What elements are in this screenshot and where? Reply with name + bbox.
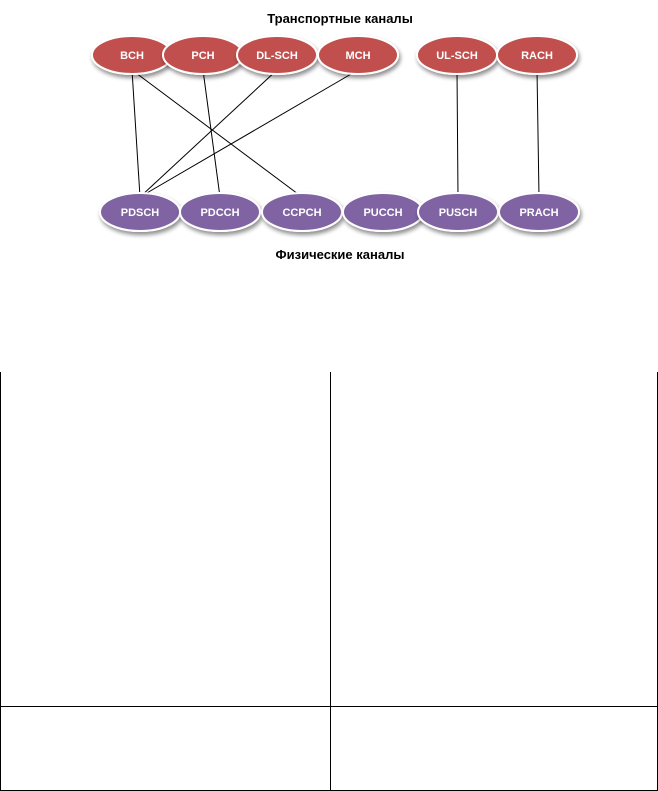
link-dl-sch-to-pdsch xyxy=(139,69,278,198)
transport-channel-pch-label: PCH xyxy=(191,50,214,62)
transport-channel-ul-sch-node: UL-SCH xyxy=(416,35,498,75)
link-ul-sch-to-pusch xyxy=(456,69,459,198)
empty-table xyxy=(0,372,658,791)
physical-channel-pucch-node: PUCCH xyxy=(342,192,424,232)
link-mch-to-pdsch xyxy=(139,69,359,198)
transport-channel-dl-sch-node: DL-SCH xyxy=(236,35,318,75)
transport-channel-ul-sch-label: UL-SCH xyxy=(436,50,478,62)
transport-channel-row: BCH PCH DL-SCH MCH UL-SCH RACH xyxy=(91,35,578,75)
link-rach-to-prach xyxy=(536,69,540,198)
transport-channel-mch-label: MCH xyxy=(345,50,370,62)
transport-channel-bch-node: BCH xyxy=(91,35,173,75)
physical-channels-heading: Физические каналы xyxy=(276,247,405,262)
physical-channel-pdsch-label: PDSCH xyxy=(121,207,160,219)
physical-channel-ccpch-label: CCPCH xyxy=(282,207,321,219)
transport-channel-mch-node: MCH xyxy=(317,35,399,75)
transport-channel-bch-label: BCH xyxy=(120,50,144,62)
physical-channel-pucch-label: PUCCH xyxy=(363,207,402,219)
physical-channel-pdcch-node: PDCCH xyxy=(179,192,261,232)
physical-channel-ccpch-node: CCPCH xyxy=(261,192,343,232)
link-bch-to-ccpch xyxy=(131,69,303,198)
transport-channel-rach-ellipse xyxy=(496,35,578,75)
physical-channel-pusch-node: PUSCH xyxy=(417,192,499,232)
transport-channel-rach-node: RACH xyxy=(496,35,578,75)
transport-channel-mch-ellipse xyxy=(317,35,399,75)
transport-channels-heading: Транспортные каналы xyxy=(267,11,413,26)
physical-channel-row: PDSCH PDCCH CCPCH PUCCH PUSCH PRACH xyxy=(99,192,580,232)
physical-channel-pdsch-node: PDSCH xyxy=(99,192,181,232)
physical-channel-pdcch-ellipse xyxy=(179,192,261,232)
physical-channel-prach-node: PRACH xyxy=(498,192,580,232)
transport-channel-pch-node: PCH xyxy=(162,35,244,75)
physical-channel-prach-label: PRACH xyxy=(519,207,558,219)
physical-channel-pdcch-label: PDCCH xyxy=(200,207,239,219)
link-bch-to-pdsch xyxy=(131,69,141,198)
transport-channel-rach-label: RACH xyxy=(521,50,553,62)
physical-channel-prach-ellipse xyxy=(498,192,580,232)
link-pch-to-pdcch xyxy=(202,69,221,198)
mapping-lines xyxy=(131,69,540,198)
physical-channel-pusch-label: PUSCH xyxy=(439,207,478,219)
transport-channel-dl-sch-label: DL-SCH xyxy=(256,50,298,62)
